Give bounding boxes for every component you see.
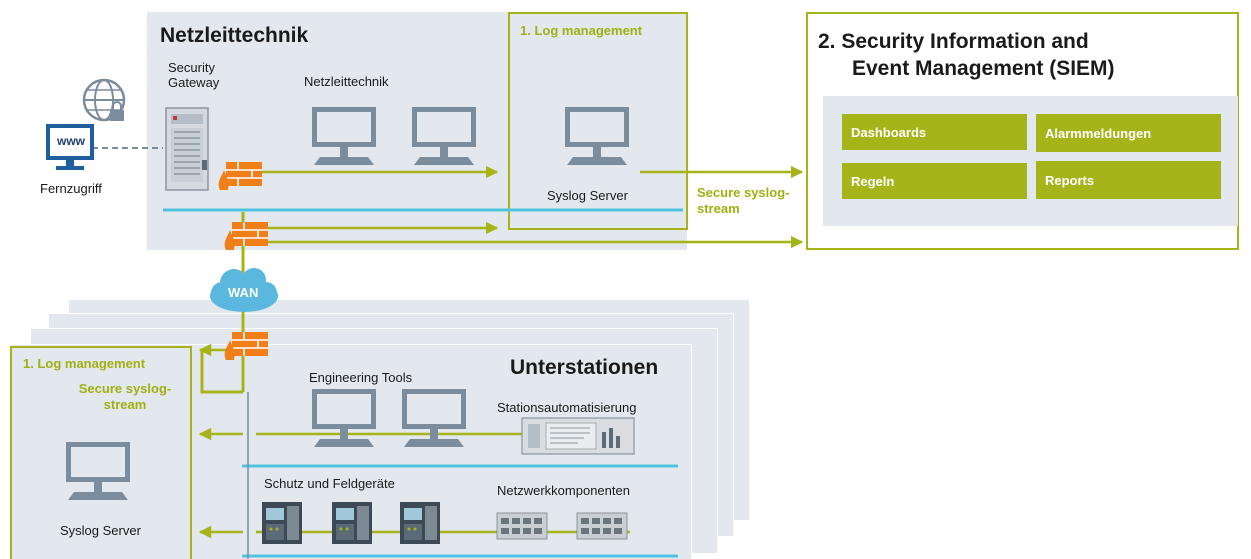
- firewall-icon-wan-bottom: [223, 331, 269, 361]
- monitor-icon-netz-1: [312, 107, 376, 165]
- siem-item-reports: Reports: [1036, 161, 1221, 199]
- control-center-title: Netzleittechnik: [160, 24, 309, 47]
- monitor-icon-eng-2: [402, 389, 466, 447]
- protection-relay-icon-2: [332, 502, 372, 544]
- wan-cloud-icon: [210, 268, 278, 312]
- monitor-icon-netz-2: [412, 107, 476, 165]
- network-device-icon-1: [496, 512, 548, 540]
- netzleittechnik-label: Netzleittechnik: [304, 74, 389, 89]
- log-management-title-bottom: 1. Log management: [23, 356, 146, 371]
- security-gateway-label: Security Gateway: [168, 60, 220, 90]
- siem-title-line2: Event Management (SIEM): [852, 57, 1115, 80]
- siem-title-line1: 2. Security Information and: [818, 30, 1089, 53]
- log-management-title-top: 1. Log management: [520, 23, 643, 38]
- engineering-tools-label: Engineering Tools: [309, 370, 413, 385]
- stream-to-substation-log: [200, 350, 243, 394]
- secure-stream-label-top: Secure syslog-stream: [697, 185, 790, 216]
- remote-access-label: Fernzugriff: [40, 181, 102, 196]
- substation-title: Unterstationen: [510, 356, 659, 379]
- network-components-label: Netzwerkkomponenten: [497, 483, 630, 498]
- siem-item-alarmmeldungen: Alarmmeldungen: [1036, 114, 1221, 152]
- station-automation-label: Stationsautomatisierung: [497, 400, 637, 415]
- syslog-server-label-bottom: Syslog Server: [60, 523, 141, 538]
- monitor-icon-syslog-bottom: [66, 442, 130, 500]
- security-gateway-server-icon: [165, 107, 209, 191]
- protection-devices-label: Schutz und Feldgeräte: [264, 476, 395, 491]
- www-label: www: [57, 134, 86, 148]
- network-device-icon-2: [576, 512, 628, 540]
- siem-item-regeln: Regeln: [842, 163, 1027, 199]
- protection-relay-icon-3: [400, 502, 440, 544]
- siem-item-dashboards: Dashboards: [842, 114, 1027, 150]
- globe-icon: [82, 78, 126, 122]
- protection-relay-icon-1: [262, 502, 302, 544]
- secure-stream-label-bottom: Secure syslog-stream: [78, 381, 172, 412]
- station-automation-device-icon: [521, 417, 635, 455]
- log-management-box-bottom: [10, 346, 192, 559]
- syslog-server-label-top: Syslog Server: [547, 188, 628, 203]
- monitor-icon-eng-1: [312, 389, 376, 447]
- www-computer-icon: [46, 124, 94, 170]
- firewall-icon-wan-top: [223, 221, 269, 251]
- wan-label: WAN: [228, 285, 259, 300]
- monitor-icon-syslog-top: [565, 107, 629, 165]
- firewall-icon-gateway: [217, 161, 263, 191]
- log-management-box-top: [508, 12, 688, 230]
